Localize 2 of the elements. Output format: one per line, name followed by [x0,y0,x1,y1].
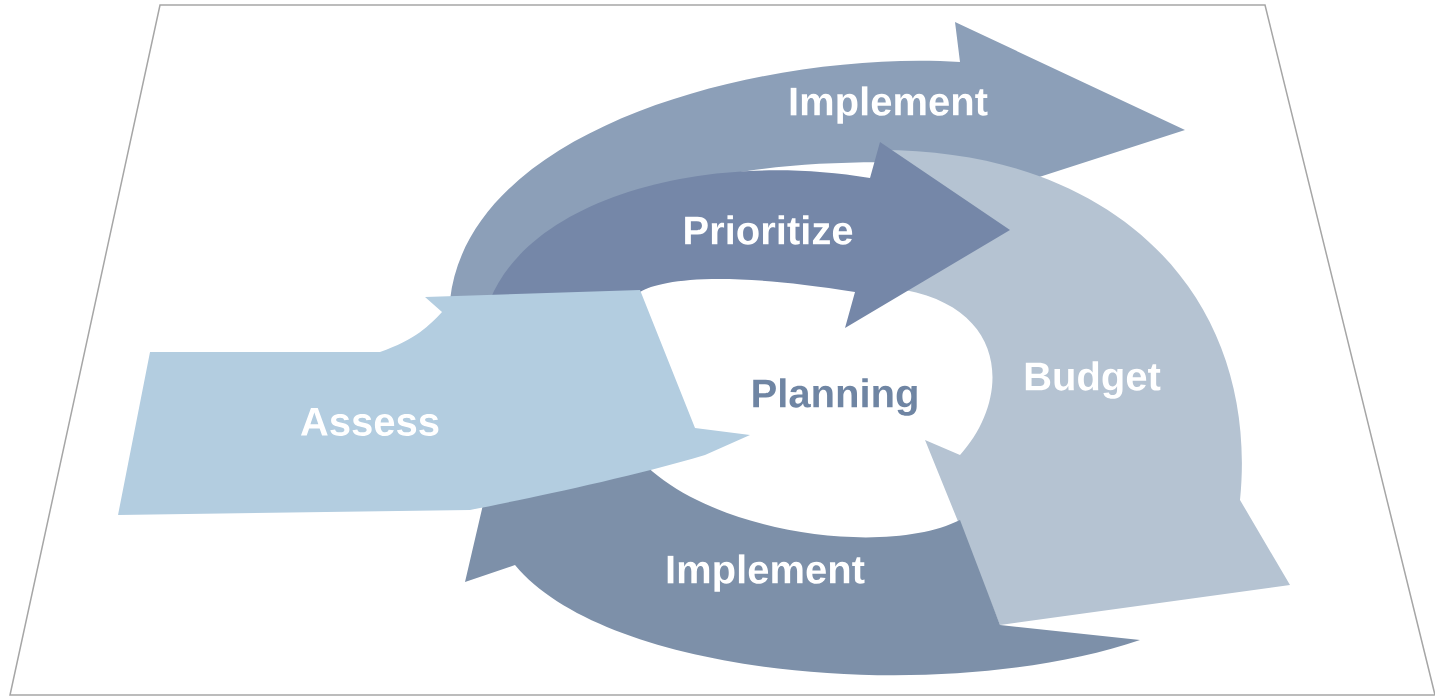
step-band: Prioritize [490,142,1010,328]
step-band: Assess [118,290,750,515]
